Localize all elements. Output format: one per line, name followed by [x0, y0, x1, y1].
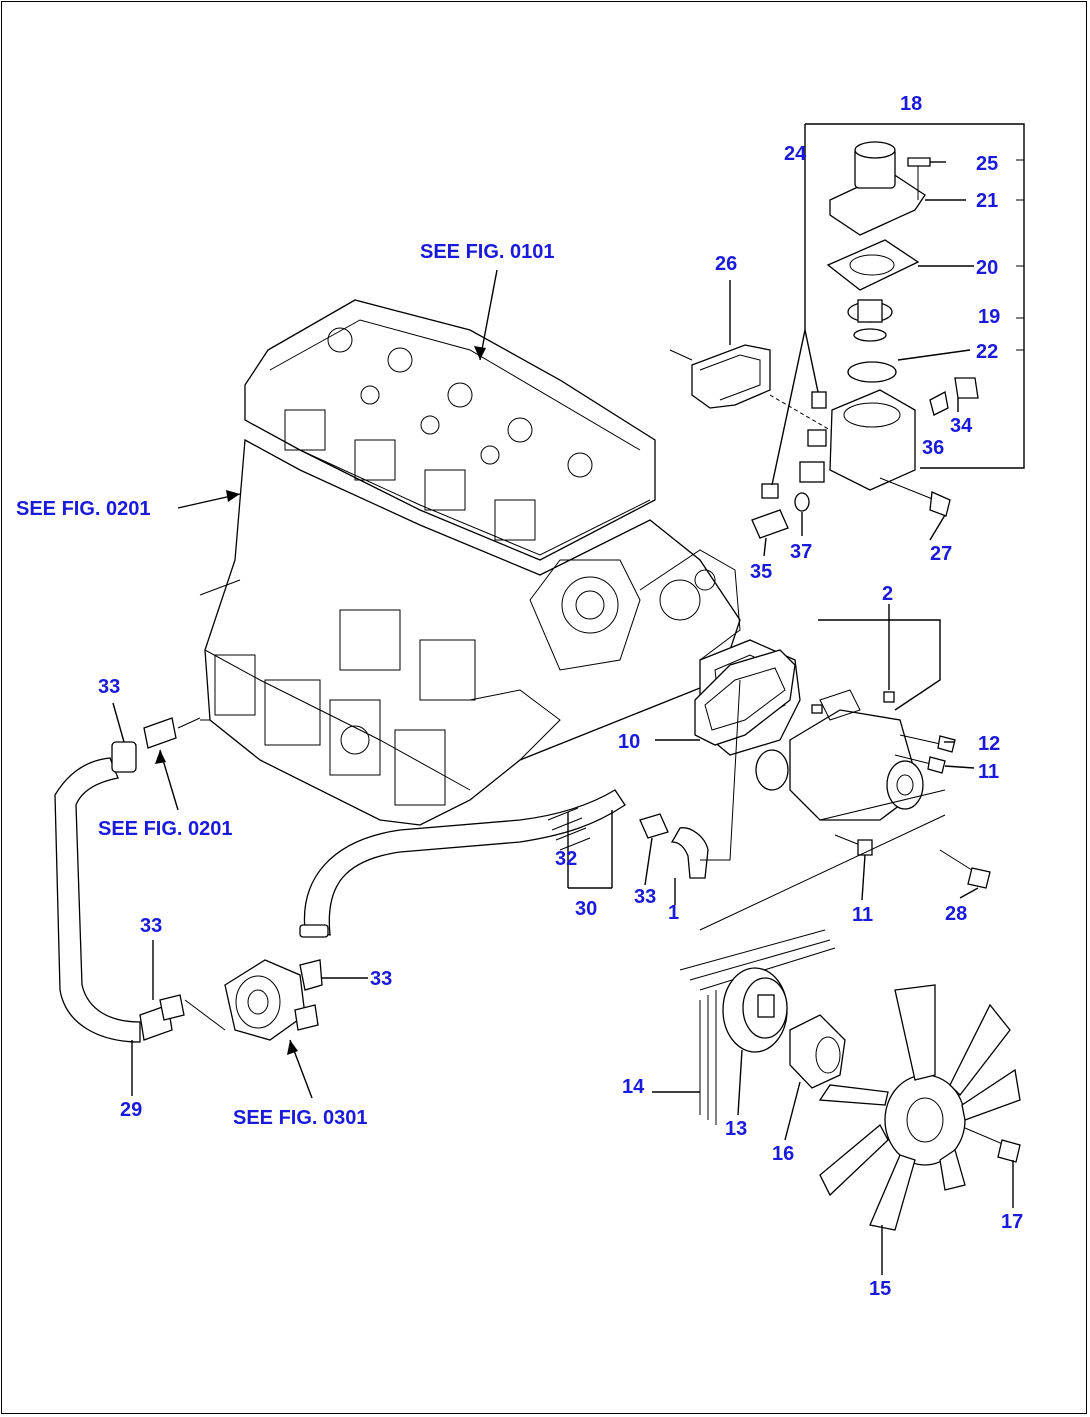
callout-33-top: 33 — [98, 676, 120, 698]
callout-2: 2 — [882, 583, 893, 605]
callout-25: 25 — [976, 153, 998, 175]
fan-drive-assembly — [679, 929, 1021, 1231]
callout-19: 19 — [978, 306, 1000, 328]
hose-29 — [54, 717, 201, 1043]
gasket-10 — [694, 649, 796, 746]
callout-35: 35 — [750, 561, 772, 583]
engine-assembly — [199, 299, 741, 826]
callout-numbers: 18 24 25 21 20 19 22 26 34 36 27 37 35 2… — [98, 93, 1023, 1300]
callout-15: 15 — [869, 1278, 891, 1300]
callout-29: 29 — [120, 1099, 142, 1121]
callout-32: 32 — [555, 848, 577, 870]
see-fig-0201-arrowhead-lower — [155, 750, 166, 764]
callout-12: 12 — [978, 733, 1000, 755]
callout-13: 13 — [725, 1118, 747, 1140]
see-fig-0201-arrowhead-upper — [226, 490, 240, 502]
callout-17: 17 — [1001, 1211, 1023, 1233]
callout-37: 37 — [790, 541, 812, 563]
see-fig-0101-label: SEE FIG. 0101 — [420, 241, 555, 263]
see-fig-0301-label: SEE FIG. 0301 — [233, 1107, 368, 1129]
callout-24: 24 — [784, 143, 807, 165]
see-fig-0201-label-lower: SEE FIG. 0201 — [98, 818, 233, 840]
callout-20: 20 — [976, 257, 998, 279]
callout-33-hose: 33 — [140, 915, 162, 937]
callout-27: 27 — [930, 543, 952, 565]
callout-11-upper: 11 — [978, 761, 999, 783]
see-fig-0101-arrowhead — [474, 346, 486, 360]
callout-16: 16 — [772, 1143, 794, 1165]
see-fig-0301-arrowhead — [287, 1040, 298, 1055]
oil-cooler — [184, 959, 319, 1041]
callout-36: 36 — [922, 437, 944, 459]
callout-30: 30 — [575, 898, 597, 920]
callout-33-pipe: 33 — [634, 886, 656, 908]
callout-28: 28 — [945, 903, 967, 925]
pipe-30 — [299, 679, 741, 991]
callout-33-cooler: 33 — [370, 968, 392, 990]
callout-leaders — [112, 161, 1014, 1275]
see-fig-0201-label-upper: SEE FIG. 0201 — [16, 498, 151, 520]
callout-34: 34 — [950, 415, 973, 437]
callout-26: 26 — [715, 253, 737, 275]
callout-10: 10 — [618, 731, 640, 753]
see-fig-0101-leader — [479, 269, 498, 361]
gasket-26 — [669, 280, 831, 431]
callout-14: 14 — [622, 1076, 645, 1098]
callout-11-lower: 11 — [852, 904, 873, 926]
callout-22: 22 — [976, 341, 998, 363]
callout-21: 21 — [976, 190, 998, 212]
callout-1: 1 — [668, 902, 679, 924]
thermostat-group — [751, 123, 1025, 539]
callout-18: 18 — [900, 93, 922, 115]
